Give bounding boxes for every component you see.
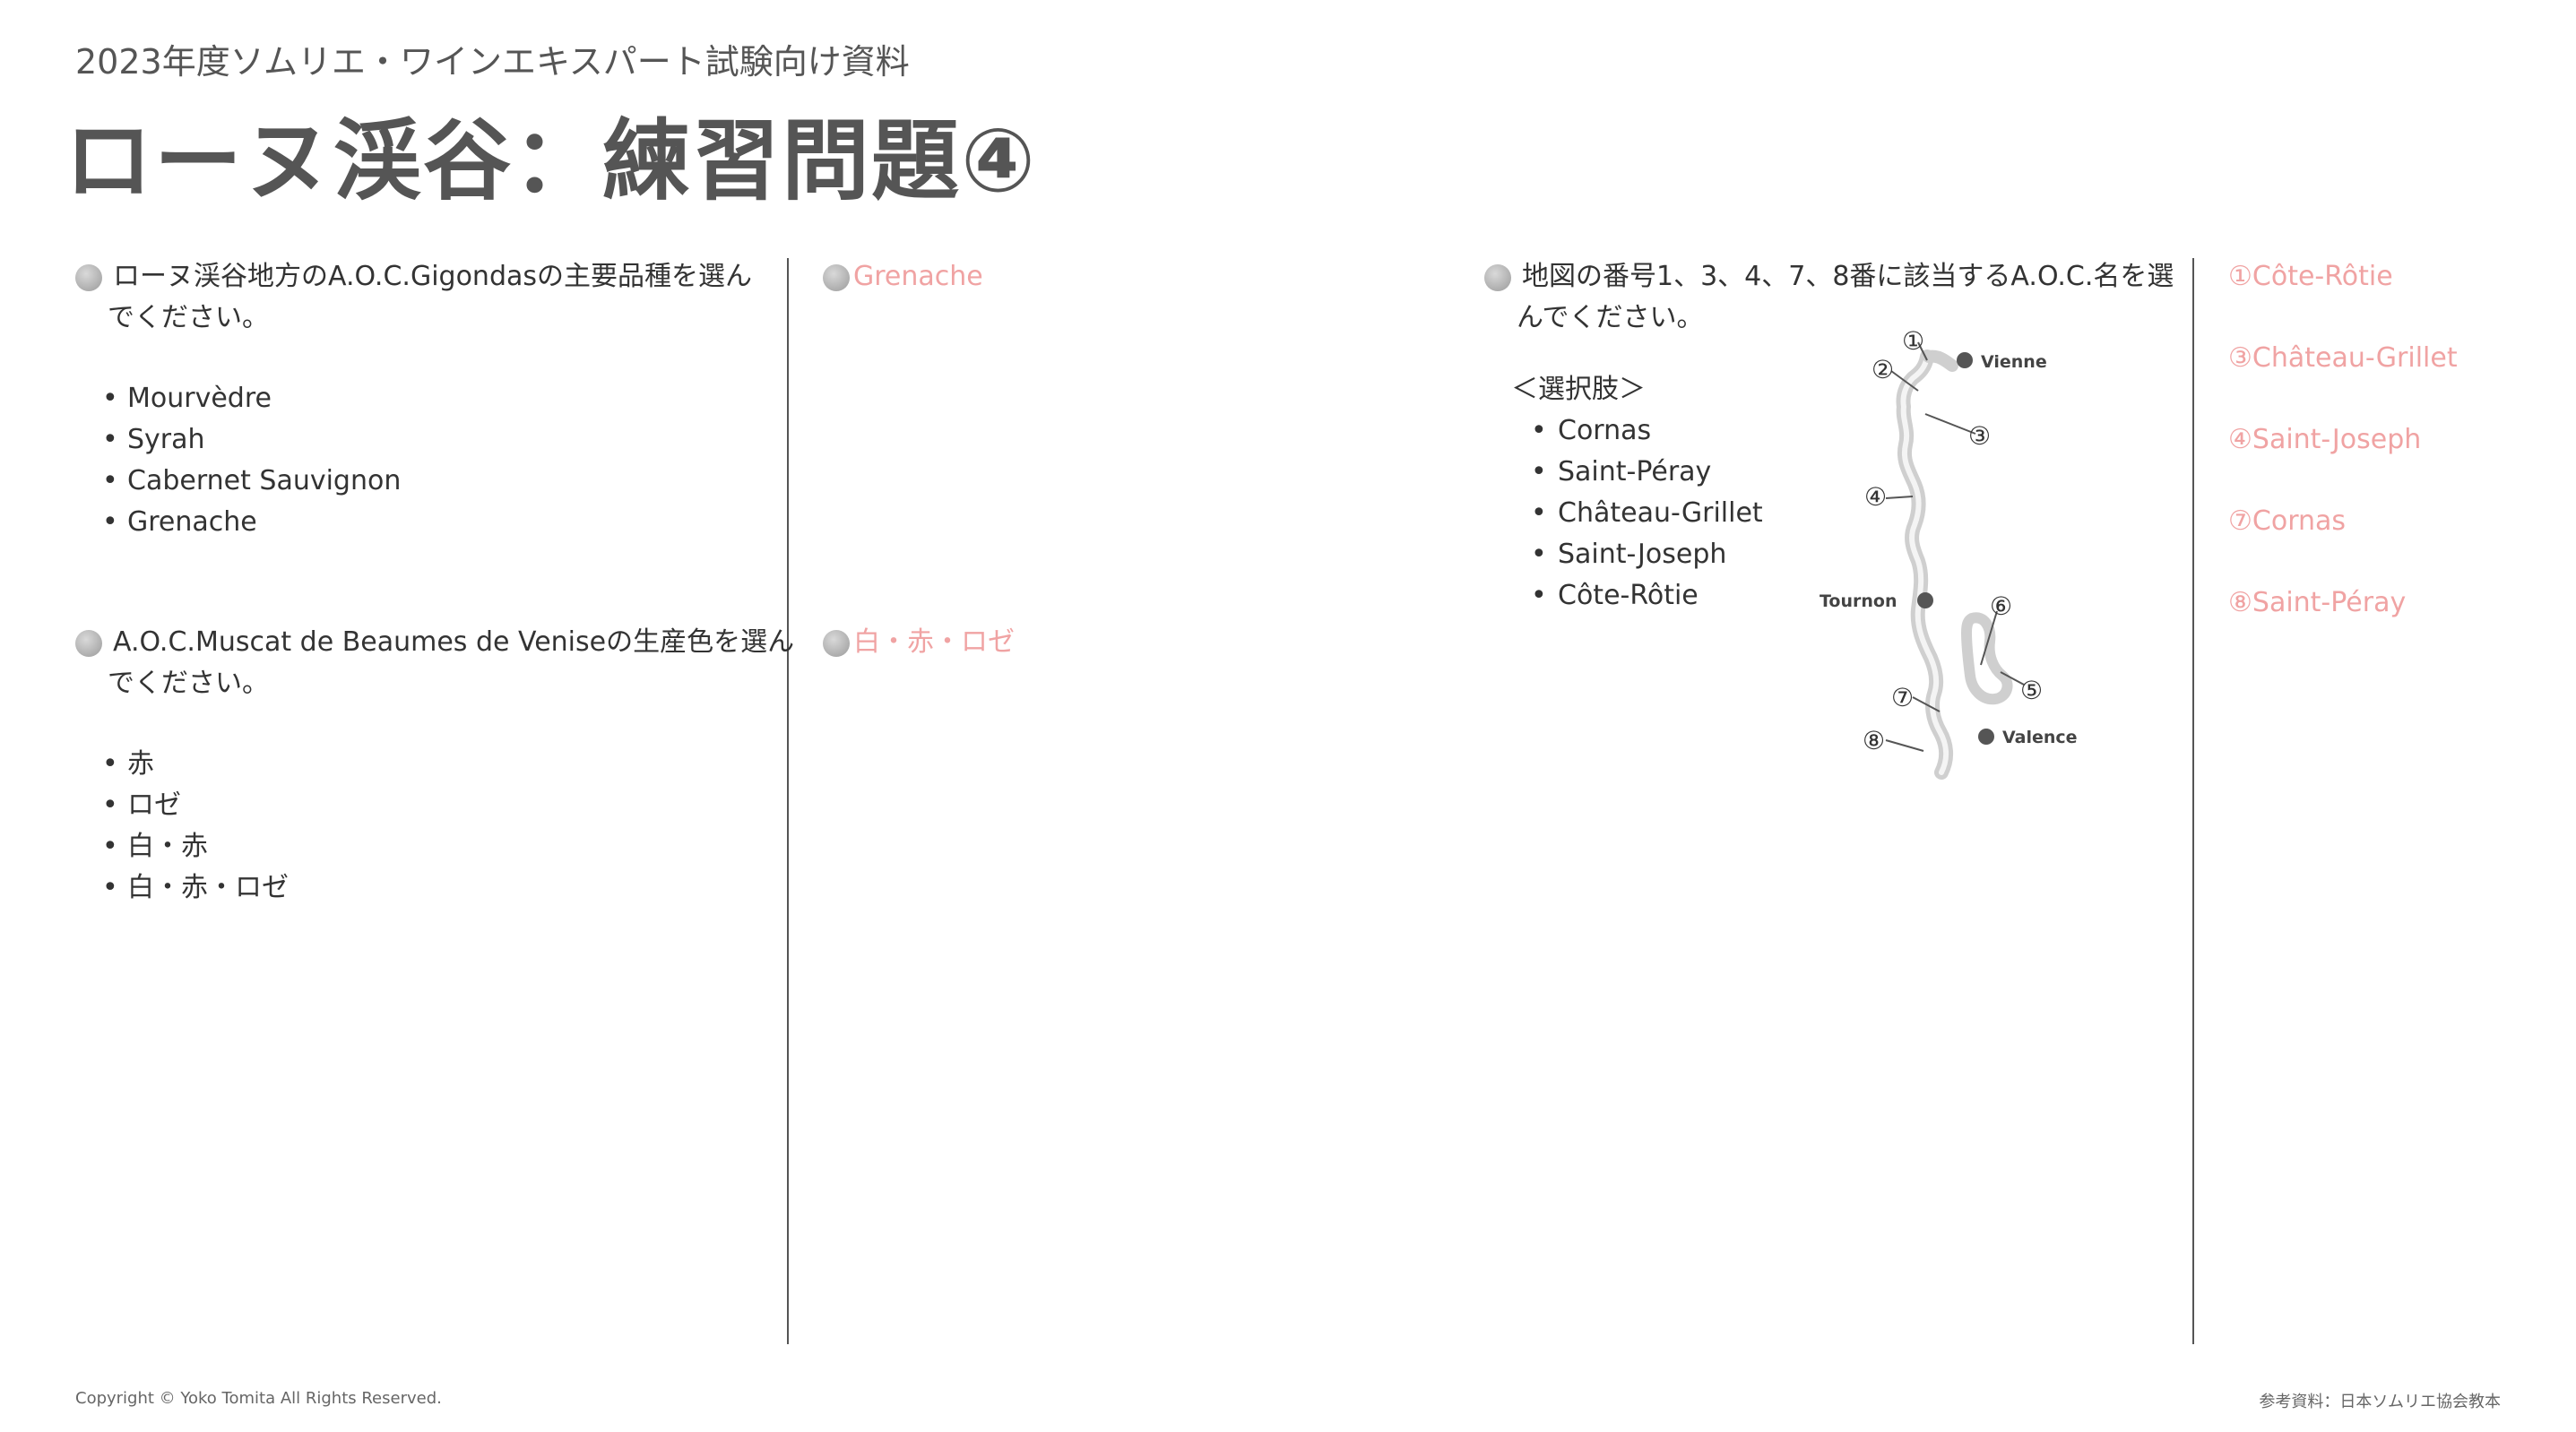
map-number-5: ⑤ xyxy=(2020,676,2043,705)
question-bullet-icon xyxy=(75,264,102,291)
map-number-8: ⑧ xyxy=(1863,726,1885,755)
question-1-options: Mourvèdre Syrah Cabernet Sauvignon Grena… xyxy=(75,378,752,543)
map-number-4: ④ xyxy=(1864,482,1887,512)
label-leaders xyxy=(1885,341,2025,752)
answer-bullet-icon xyxy=(823,264,850,291)
vienne-marker-icon xyxy=(1957,352,1973,368)
question-bullet-icon xyxy=(75,630,102,657)
question-1: ローヌ渓谷地方のA.O.C.Gigondasの主要品種を選ん でください。 Mo… xyxy=(75,256,752,543)
reference-note: 参考資料：日本ソムリエ協会教本 xyxy=(2259,1393,2501,1411)
option: 白・赤 xyxy=(102,826,794,867)
question-bullet-icon xyxy=(1484,264,1511,291)
tournon-marker-icon xyxy=(1917,592,1933,608)
answer-2: 白・赤・ロゼ xyxy=(823,622,1015,663)
choice: Saint-Péray xyxy=(1531,452,1763,493)
map-number-2: ② xyxy=(1871,355,1894,384)
map-number-6: ⑥ xyxy=(1990,591,2012,621)
answer-3-list: ①Côte-Rôtie ③Château-Grillet ④Saint-Jose… xyxy=(2228,256,2458,664)
rhone-map: Vienne Tournon Valence ① ② ③ ④ ⑤ ⑥ ⑦ ⑧ xyxy=(1820,326,2078,780)
answer-3-item: ④Saint-Joseph xyxy=(2228,424,2422,455)
answer-bullet-icon xyxy=(823,630,850,657)
choice: Côte-Rôtie xyxy=(1531,575,1763,617)
choice: Saint-Joseph xyxy=(1531,534,1763,575)
question-1-text-line1: ローヌ渓谷地方のA.O.C.Gigondasの主要品種を選ん xyxy=(113,261,752,292)
divider-right xyxy=(2192,258,2194,1344)
question-3-choices: Cornas Saint-Péray Château-Grillet Saint… xyxy=(1531,410,1763,617)
question-1-text-line2: でください。 xyxy=(108,302,269,333)
city-label-valence: Valence xyxy=(2002,728,2078,747)
question-3-text-line2: んでください。 xyxy=(1517,302,1704,333)
answer-1: Grenache xyxy=(823,256,983,298)
choice: Château-Grillet xyxy=(1531,493,1763,534)
page-title: ローヌ渓谷：練習問題④ xyxy=(65,110,1037,212)
answer-1-text: Grenache xyxy=(853,261,983,292)
question-2: A.O.C.Muscat de Beaumes de Veniseの生産色を選ん… xyxy=(75,622,794,909)
option: Syrah xyxy=(102,419,752,461)
city-label-tournon: Tournon xyxy=(1820,591,1897,611)
copyright-notice: Copyright © Yoko Tomita All Rights Reser… xyxy=(75,1389,442,1408)
answer-3-item: ③Château-Grillet xyxy=(2228,342,2458,374)
option: ロゼ xyxy=(102,785,794,826)
answer-2-text: 白・赤・ロゼ xyxy=(853,626,1015,658)
map-number-3: ③ xyxy=(1968,421,1991,451)
river-outline xyxy=(1896,349,2013,780)
answer-3-item: ①Côte-Rôtie xyxy=(2228,261,2393,292)
city-markers xyxy=(1917,352,1994,745)
answer-3-item: ⑧Saint-Péray xyxy=(2228,587,2407,618)
map-number-7: ⑦ xyxy=(1891,683,1914,712)
deck-subtitle: 2023年度ソムリエ・ワインエキスパート試験向け資料 xyxy=(75,42,910,82)
choice: Cornas xyxy=(1531,410,1763,452)
question-2-text-line2: でください。 xyxy=(108,668,269,699)
answer-3-item: ⑦Cornas xyxy=(2228,505,2347,537)
valence-marker-icon xyxy=(1978,729,1994,745)
question-2-text-line1: A.O.C.Muscat de Beaumes de Veniseの生産色を選ん xyxy=(113,626,795,658)
question-2-options: 赤 ロゼ 白・赤 白・赤・ロゼ xyxy=(75,744,794,909)
option: 赤 xyxy=(102,744,794,785)
option: Grenache xyxy=(102,502,752,543)
map-number-1: ① xyxy=(1902,326,1924,356)
option: Mourvèdre xyxy=(102,378,752,419)
choices-heading: ＜選択肢＞ xyxy=(1511,374,1646,405)
option: 白・赤・ロゼ xyxy=(102,867,794,909)
city-label-vienne: Vienne xyxy=(1981,352,2047,372)
question-3-text-line1: 地図の番号1、3、4、7、8番に該当するA.O.C.名を選 xyxy=(1522,261,2174,292)
option: Cabernet Sauvignon xyxy=(102,461,752,502)
question-3: 地図の番号1、3、4、7、8番に該当するA.O.C.名を選 んでください。 xyxy=(1484,256,2174,339)
